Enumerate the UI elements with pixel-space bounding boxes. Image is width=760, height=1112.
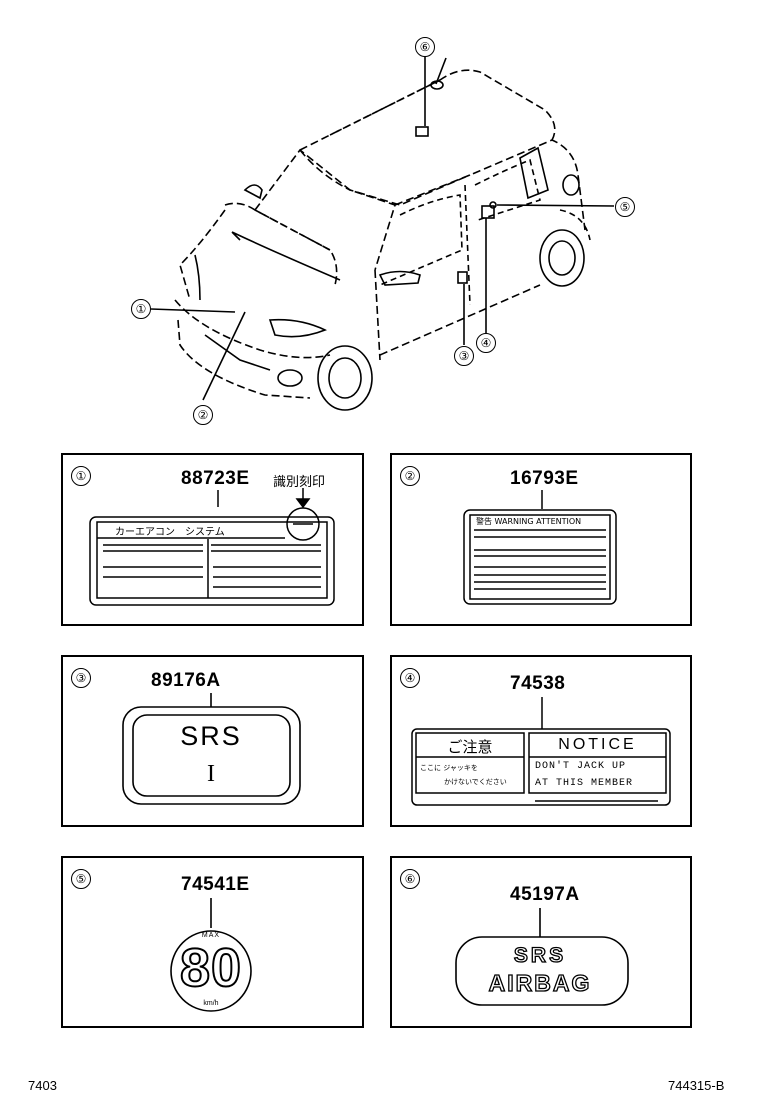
panel-1-label-header: カーエアコン システム [115, 527, 225, 538]
vehicle-illustration [150, 56, 615, 411]
panel-4: ④ 74538 ご注意 ここに ジャッキを かけないでください NOTICE D… [390, 655, 692, 827]
panel-4-part-number: 74538 [510, 673, 566, 694]
panel-4-label-drawing [411, 697, 671, 806]
callout-2: ② [193, 405, 213, 425]
panel-1-note: 識別刻印 [273, 475, 326, 490]
panel-3-label-drawing [122, 693, 301, 805]
panel-1: ① 88723E 識別刻印 カーエアコン システム [61, 453, 364, 626]
panel-5: ⑤ 74541E MAX 80 km/h [61, 856, 364, 1028]
panel-6-index: ⑥ [400, 869, 420, 889]
panel-3: ③ 89176A SRS I [61, 655, 364, 827]
callout-6: ⑥ [415, 37, 435, 57]
panel-5-speed: 80 [179, 937, 243, 999]
panel-6-line1: SRS [513, 943, 567, 967]
panel-3-label-text: SRS [180, 721, 242, 751]
panel-2-part-number: 16793E [510, 468, 579, 489]
panel-5-label-drawing [170, 898, 252, 1012]
panel-2-index: ② [400, 466, 420, 486]
panel-6-line2: AIRBAG [488, 969, 592, 996]
panel-4-jp-line2: かけないでください [444, 778, 507, 786]
panel-2-label-drawing [463, 490, 617, 605]
panel-1-label-drawing [89, 488, 335, 606]
footer-figure-code: 744315-B [668, 1078, 725, 1093]
panel-3-index: ③ [71, 668, 91, 688]
panel-6-part-number: 45197A [510, 884, 580, 905]
panel-1-index: ① [71, 466, 91, 486]
callout-3: ③ [454, 346, 474, 366]
panel-4-en-title: NOTICE [558, 736, 637, 753]
panel-2-label-header: 警告 WARNING ATTENTION [476, 517, 582, 526]
panel-3-part-number: 89176A [151, 670, 221, 691]
panel-6-label-drawing [455, 908, 629, 1006]
callout-4: ④ [476, 333, 496, 353]
footer-page-code: 7403 [28, 1078, 57, 1093]
panel-5-max-label: MAX [201, 932, 221, 939]
panel-2: ② 16793E 警告 WARNING ATTENTION [390, 453, 692, 626]
panel-5-unit: km/h [203, 1000, 219, 1007]
panel-4-en-line2: AT THIS MEMBER [535, 778, 634, 789]
panel-6: ⑥ 45197A SRS AIRBAG [390, 856, 692, 1028]
panel-4-index: ④ [400, 668, 420, 688]
panel-4-en-line1: DON'T JACK UP [535, 761, 627, 772]
panel-5-index: ⑤ [71, 869, 91, 889]
panel-3-label-sub: I [207, 761, 215, 787]
panel-4-jp-line1: ここに ジャッキを [420, 764, 478, 772]
panel-1-part-number: 88723E [181, 468, 250, 489]
callout-1: ① [131, 299, 151, 319]
panel-4-jp-title: ご注意 [447, 738, 493, 756]
callout-5: ⑤ [615, 197, 635, 217]
panel-5-part-number: 74541E [181, 874, 250, 895]
